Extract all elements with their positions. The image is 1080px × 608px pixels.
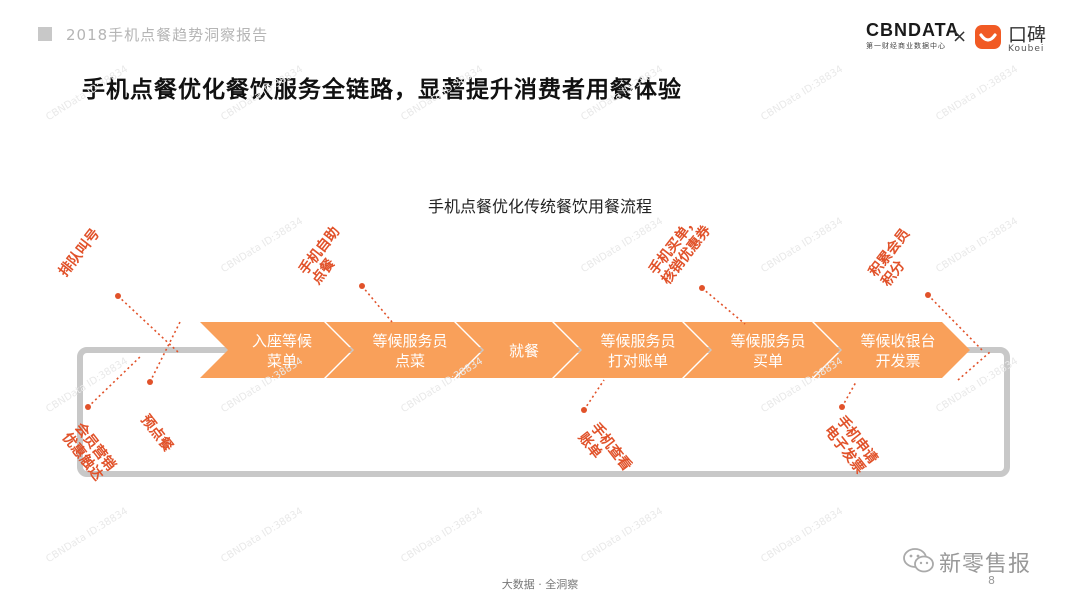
annotation-connectors <box>87 285 991 411</box>
connector-dot <box>839 404 845 410</box>
koubei-latin: Koubei <box>1008 44 1045 54</box>
process-step-label: 点菜 <box>395 352 425 370</box>
process-step-label: 等候服务员 <box>372 332 447 350</box>
cbndata-logo: CBNDATA <box>866 20 960 40</box>
process-step-label: 等候服务员 <box>600 332 675 350</box>
connector-dot <box>699 285 705 291</box>
connector-tail <box>957 351 991 381</box>
connector-dots <box>85 283 931 413</box>
connector-dot <box>115 293 121 299</box>
footer-tagline: 大数据 · 全洞察 <box>501 578 579 591</box>
process-step-chevron <box>456 322 580 378</box>
process-step-chevron <box>326 322 482 378</box>
report-title: 2018手机点餐趋势洞察报告 <box>66 26 269 44</box>
process-step-label: 菜单 <box>267 352 297 370</box>
connector-queue <box>117 295 179 353</box>
process-step-label: 打对账单 <box>608 352 668 370</box>
connector-dot <box>581 407 587 413</box>
connector-preorder <box>149 321 181 383</box>
cbndata-tagline: 第一财经商业数据中心 <box>866 42 946 50</box>
process-step-label: 等候收银台 <box>860 332 935 350</box>
process-step-chevron <box>554 322 710 378</box>
connector-mobile-pay <box>701 287 746 325</box>
logo-separator: × <box>952 26 968 47</box>
page-number: 8 <box>988 574 995 587</box>
connector-dot <box>359 283 365 289</box>
process-step-label: 等候服务员 <box>730 332 805 350</box>
process-step-label: 就餐 <box>509 342 539 360</box>
process-step-label: 入座等候 <box>252 332 312 350</box>
process-step-chevron <box>200 322 352 378</box>
process-step-label: 买单 <box>753 352 783 370</box>
wechat-icon <box>903 548 934 573</box>
connector-self-order <box>361 285 393 323</box>
connector-dot <box>147 379 153 385</box>
connector-invoice <box>841 381 857 408</box>
header-square-icon <box>38 27 52 41</box>
process-step-chevron <box>684 322 840 378</box>
koubei-logo-icon <box>975 25 1001 49</box>
connector-dot <box>85 404 91 410</box>
page-title: 手机点餐优化餐饮服务全链路，显著提升消费者用餐体验 <box>82 77 682 103</box>
process-step-label: 开发票 <box>875 352 920 370</box>
wechat-account-name: 新零售报 <box>939 552 1032 577</box>
koubei-name: 口碑 <box>1008 24 1047 46</box>
connector-dot <box>925 292 931 298</box>
diagram-title: 手机点餐优化传统餐饮用餐流程 <box>427 197 652 216</box>
process-step-chevron <box>814 322 970 378</box>
connector-bill <box>583 379 605 411</box>
